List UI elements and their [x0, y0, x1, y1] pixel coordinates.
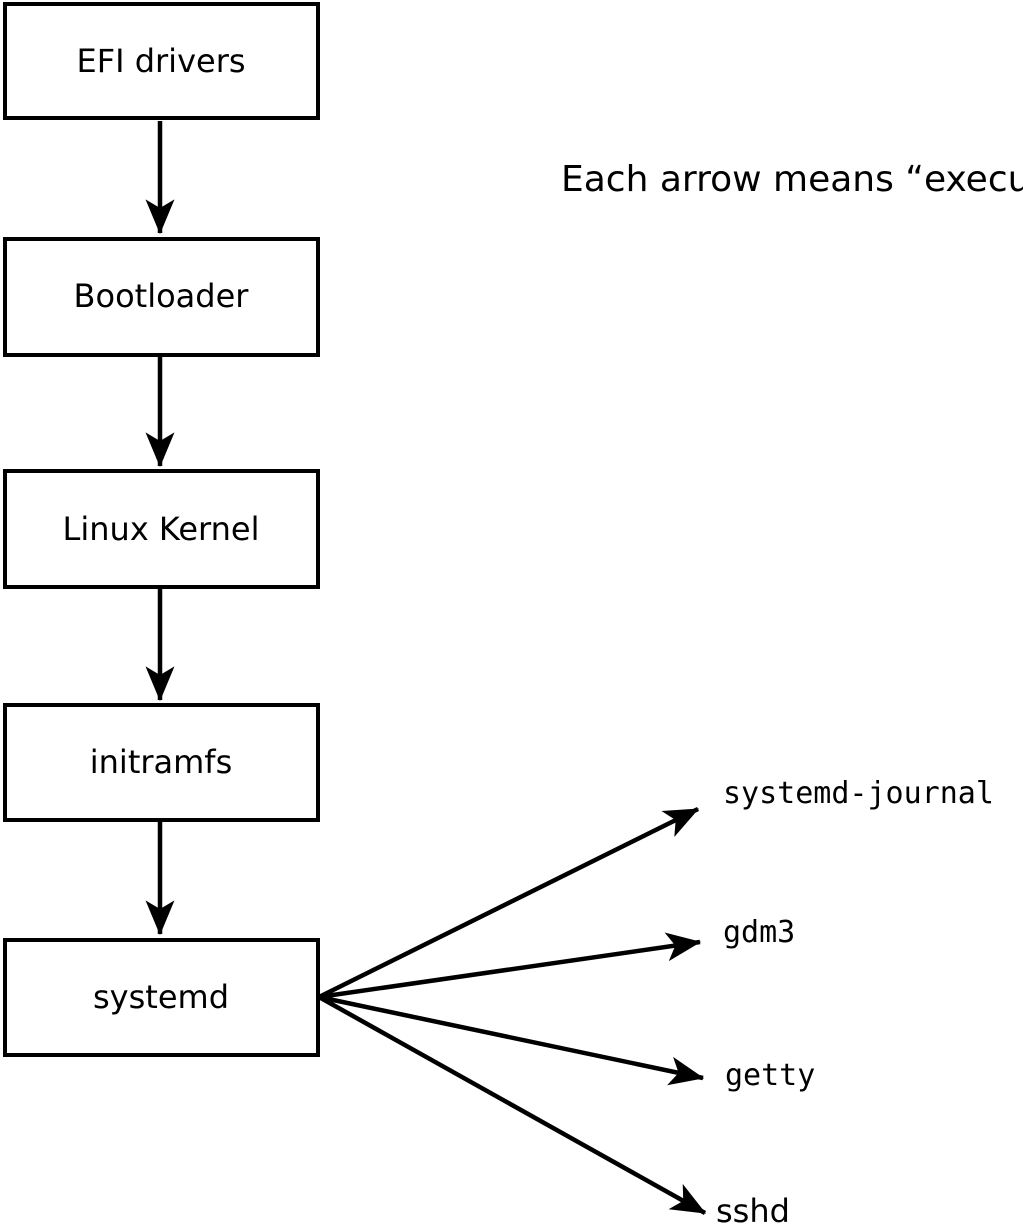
fanout-arrows [317, 806, 707, 1215]
box-efi-drivers-label: EFI drivers [76, 42, 245, 80]
box-bootloader-label: Bootloader [74, 277, 250, 315]
box-initramfs-label: initramfs [90, 743, 232, 781]
arrow-systemd-to-gdm3 [318, 932, 702, 1000]
spawned-process-labels: systemd-journal gdm3 getty sshd [716, 776, 994, 1230]
box-initramfs [3, 703, 320, 822]
label-systemd-journal: systemd-journal [723, 776, 994, 811]
label-sshd: sshd [716, 1192, 790, 1230]
arrow-systemd-to-systemd-journal [318, 806, 700, 1000]
arrow-systemd-to-getty [318, 994, 705, 1086]
chain-boxes: EFI drivers Bootloader Linux Kernel init… [3, 2, 320, 1057]
note-arrow-meaning: Each arrow means “executes”. [561, 159, 1023, 200]
box-linux-kernel-label: Linux Kernel [63, 510, 260, 548]
box-systemd-label: systemd [93, 978, 229, 1016]
label-gdm3: gdm3 [723, 915, 795, 950]
box-efi-drivers [3, 2, 320, 120]
box-linux-kernel [3, 469, 320, 589]
box-systemd [3, 938, 320, 1057]
arrow-systemd-to-sshd [317, 995, 707, 1215]
box-bootloader [3, 237, 320, 357]
label-getty: getty [725, 1058, 815, 1093]
